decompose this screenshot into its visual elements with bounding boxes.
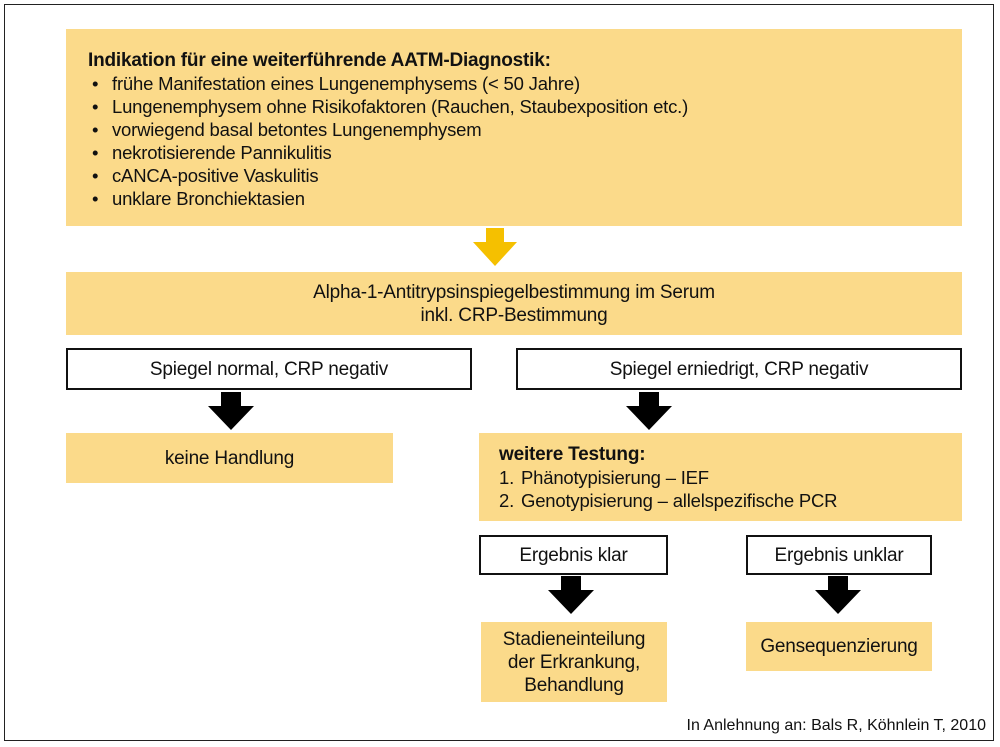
serum-test-line2: inkl. CRP-Bestimmung — [420, 304, 608, 326]
list-item: •frühe Manifestation eines Lungenemphyse… — [92, 73, 580, 94]
indication-list: •frühe Manifestation eines Lungenemphyse… — [88, 72, 962, 210]
gene-sequencing-box: Gensequenzierung — [746, 622, 932, 671]
further-testing-box: weitere Testung: 1.Phänotypisierung – IE… — [479, 433, 962, 521]
list-item: •cANCA-positive Vaskulitis — [92, 165, 319, 186]
down-arrow-icon — [815, 576, 861, 614]
further-testing-heading: weitere Testung: — [499, 444, 646, 465]
condition-normal-label: Spiegel normal, CRP negativ — [149, 358, 389, 380]
serum-test-line1: Alpha-1-Antitrypsinspiegelbestimmung im … — [313, 281, 715, 303]
indication-box: Indikation für eine weiterführende AATM-… — [66, 29, 962, 226]
result-unclear-label: Ergebnis unklar — [774, 544, 904, 566]
result-clear-label: Ergebnis klar — [519, 544, 628, 566]
figure-frame — [4, 4, 994, 741]
list-item: •nekrotisierende Pannikulitis — [92, 142, 332, 163]
result-clear-box: Ergebnis klar — [479, 535, 668, 575]
list-item: •vorwiegend basal betontes Lungenemphyse… — [92, 119, 482, 140]
condition-normal-box: Spiegel normal, CRP negativ — [66, 348, 472, 390]
staging-line: Behandlung — [524, 674, 624, 696]
further-testing-list: 1.Phänotypisierung – IEF 2.Genotypisieru… — [499, 466, 962, 512]
staging-line: der Erkrankung, — [507, 651, 641, 673]
down-arrow-icon — [208, 392, 254, 430]
down-arrow-icon — [626, 392, 672, 430]
yellow-down-arrow-icon — [473, 228, 517, 266]
list-item: 1.Phänotypisierung – IEF — [499, 467, 709, 488]
staging-line: Stadieneinteilung — [502, 628, 646, 650]
list-item: 2.Genotypisierung – allelspezifische PCR — [499, 490, 838, 511]
condition-low-label: Spiegel erniedrigt, CRP negativ — [609, 358, 869, 380]
list-item: •Lungenemphysem ohne Risikofaktoren (Rau… — [92, 96, 689, 117]
serum-test-box: Alpha-1-Antitrypsinspiegelbestimmung im … — [66, 272, 962, 335]
down-arrow-icon — [548, 576, 594, 614]
list-item: •unklare Bronchiektasien — [92, 188, 305, 209]
gene-sequencing-label: Gensequenzierung — [760, 636, 918, 657]
no-action-box: keine Handlung — [66, 433, 393, 483]
result-unclear-box: Ergebnis unklar — [746, 535, 932, 575]
staging-box: Stadieneinteilung der Erkrankung, Behand… — [481, 622, 667, 702]
indication-heading: Indikation für eine weiterführende AATM-… — [88, 50, 551, 71]
no-action-label: keine Handlung — [164, 447, 295, 469]
condition-low-box: Spiegel erniedrigt, CRP negativ — [516, 348, 962, 390]
source-note: In Anlehnung an: Bals R, Köhnlein T, 201… — [686, 717, 986, 734]
